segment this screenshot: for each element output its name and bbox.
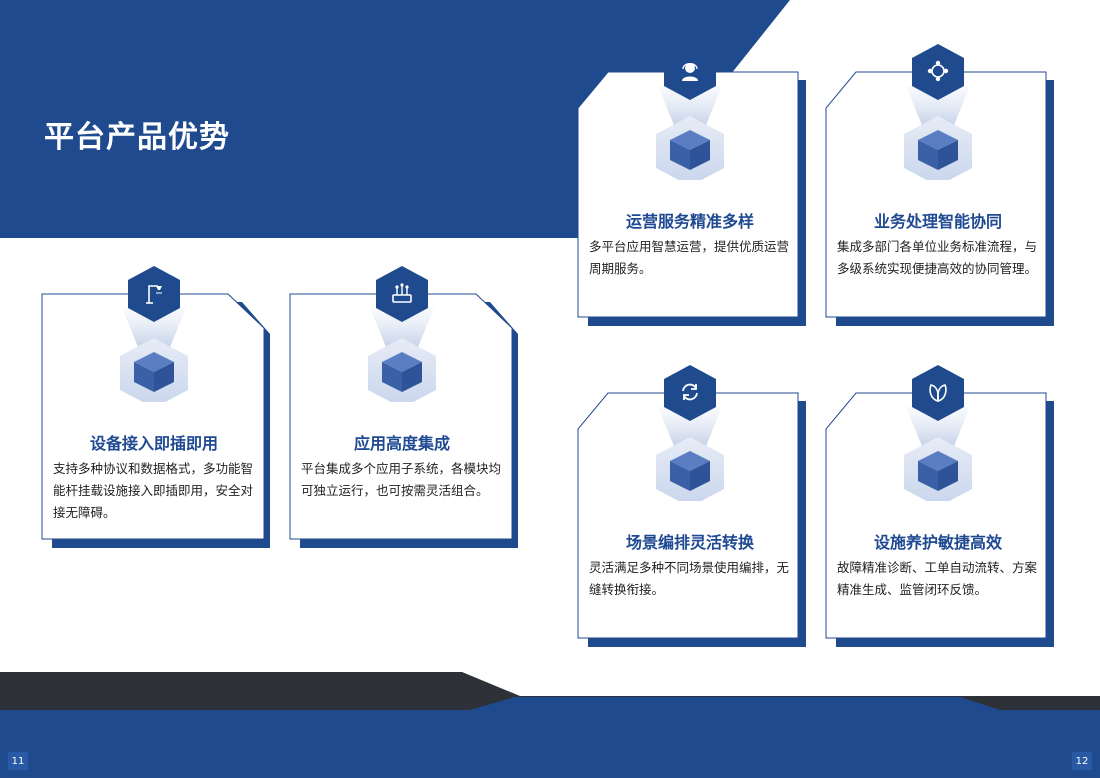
hex-badge	[128, 266, 180, 322]
collaboration-icon	[927, 60, 949, 82]
switch-icon	[682, 383, 698, 401]
cube-visual	[656, 407, 724, 501]
feature-card-plug-and-play: 设备接入即插即用 支持多种协议和数据格式，多功能智能杆挂载设施接入即插即用，安全…	[41, 266, 272, 549]
card-title: 场景编排灵活转换	[625, 533, 754, 552]
card-frame	[41, 293, 270, 548]
card-title: 设施养护敏捷高效	[873, 533, 1002, 552]
card-description: 平台集成多个应用子系统，各模块均可独立运行，也可按需灵活组合。	[301, 461, 502, 498]
card-description: 故障精准诊断、工单自动流转、方案精准生成、监管闭环反馈。	[837, 560, 1038, 597]
card-title: 运营服务精准多样	[625, 212, 754, 231]
card-frame	[577, 392, 806, 647]
hex-badge	[912, 44, 964, 100]
cube-visual	[368, 308, 436, 402]
leaf-icon	[929, 384, 947, 403]
card-frame	[825, 392, 1054, 647]
card-description: 支持多种协议和数据格式，多功能智能杆挂载设施接入即插即用，安全对接无障碍。	[53, 461, 254, 520]
page-number-right: 12	[1072, 752, 1092, 770]
card-description: 集成多部门各单位业务标准流程，与多级系统实现便捷高效的协同管理。	[837, 239, 1038, 276]
customer-service-icon	[682, 63, 698, 81]
blue-footer-bar	[0, 697, 1100, 778]
page-title: 平台产品优势	[44, 120, 230, 155]
feature-card-integration: 应用高度集成 平台集成多个应用子系统，各模块均可独立运行，也可按需灵活组合。	[289, 266, 520, 549]
feature-card-operations: 运营服务精准多样 多平台应用智慧运营，提供优质运营周期服务。	[577, 44, 808, 327]
page-number-left: 11	[8, 752, 28, 770]
card-title: 设备接入即插即用	[89, 434, 218, 453]
card-title: 业务处理智能协同	[873, 212, 1002, 231]
cube-visual	[120, 308, 188, 402]
card-frame	[825, 71, 1054, 326]
card-title: 应用高度集成	[353, 434, 450, 453]
cube-visual	[904, 86, 972, 180]
integration-icon	[392, 283, 412, 303]
card-frame	[289, 293, 518, 548]
card-description: 多平台应用智慧运营，提供优质运营周期服务。	[589, 239, 790, 276]
cube-visual	[904, 407, 972, 501]
card-description: 灵活满足多种不同场景使用编排，无缝转换衔接。	[589, 560, 790, 597]
feature-card-scene-switch: 场景编排灵活转换 灵活满足多种不同场景使用编排，无缝转换衔接。	[577, 365, 808, 648]
cube-visual	[656, 86, 724, 180]
feature-card-maintenance: 设施养护敏捷高效 故障精准诊断、工单自动流转、方案精准生成、监管闭环反馈。	[825, 365, 1056, 648]
street-lamp-icon	[146, 285, 162, 304]
hex-badge	[664, 365, 716, 421]
card-frame	[577, 71, 806, 326]
feature-card-collaboration: 业务处理智能协同 集成多部门各单位业务标准流程，与多级系统实现便捷高效的协同管理…	[825, 44, 1056, 327]
